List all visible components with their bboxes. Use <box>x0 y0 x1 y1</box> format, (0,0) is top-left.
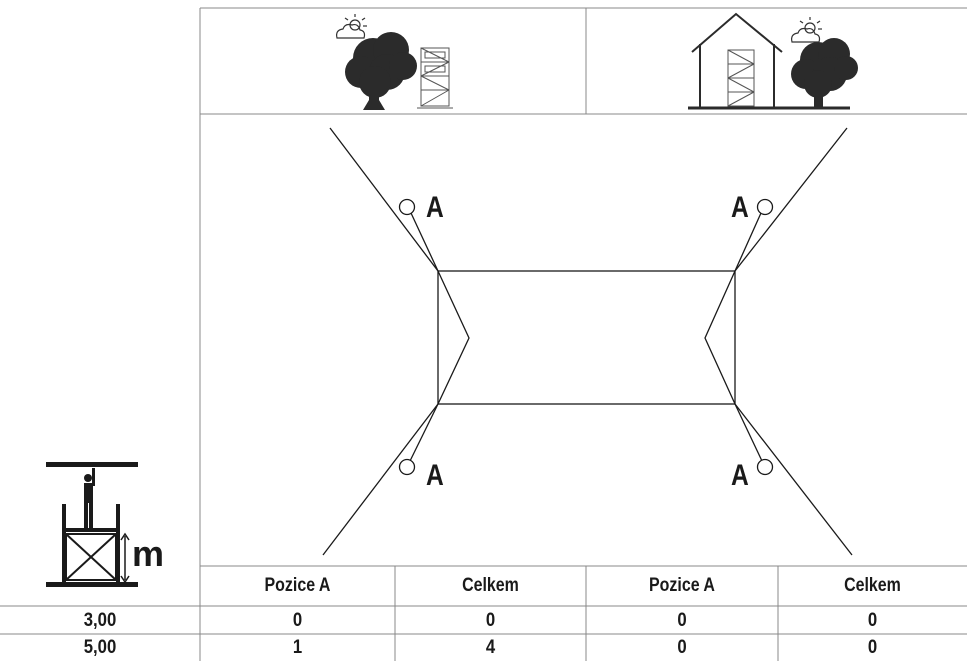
guy-line-top-left <box>329 127 439 272</box>
table-cell: 0 <box>867 637 878 658</box>
table-cell: 4 <box>485 637 496 658</box>
table-cell: 0 <box>677 610 687 631</box>
height-unit-label: m <box>132 533 165 574</box>
anchor-point-bottom-left <box>398 458 416 476</box>
table-cell: 1 <box>292 637 303 658</box>
table-cell: 0 <box>292 610 303 631</box>
scaffold-platform-outline <box>437 270 736 405</box>
column-header-total-1: Celkem <box>462 575 519 596</box>
stay-top-right <box>734 212 762 272</box>
anchor-point-bottom-right <box>756 458 774 476</box>
anchor-label-top-right: A <box>730 191 749 224</box>
column-header-position-a-1: Pozice A <box>264 575 331 596</box>
guy-line-bottom-left <box>322 403 439 556</box>
table-cell: 0 <box>485 610 496 631</box>
stay-top-left <box>410 212 439 272</box>
brace-right <box>704 270 736 405</box>
guy-line-bottom-right <box>734 403 853 556</box>
anchor-label-top-left: A <box>425 191 444 224</box>
row-height-value: 3,00 <box>83 610 117 631</box>
guy-line-top-right <box>734 127 848 272</box>
anchor-label-bottom-left: A <box>425 459 444 492</box>
anchor-label-bottom-right: A <box>730 459 749 492</box>
tree-scaffold-weather-icon <box>336 14 453 110</box>
anchor-point-top-right <box>756 198 774 216</box>
row-height-value: 5,00 <box>83 637 117 658</box>
column-header-total-2: Celkem <box>844 575 901 596</box>
column-header-position-a-2: Pozice A <box>649 575 715 596</box>
brace-left <box>437 270 470 405</box>
stay-bottom-left <box>409 403 439 462</box>
anchor-point-top-left <box>398 198 416 216</box>
house-scaffold-tree-weather-icon <box>688 12 858 110</box>
stay-bottom-right <box>734 403 763 462</box>
table-cell: 0 <box>867 610 878 631</box>
scaffold-worker-height-icon <box>46 462 138 587</box>
table-cell: 0 <box>677 637 687 658</box>
